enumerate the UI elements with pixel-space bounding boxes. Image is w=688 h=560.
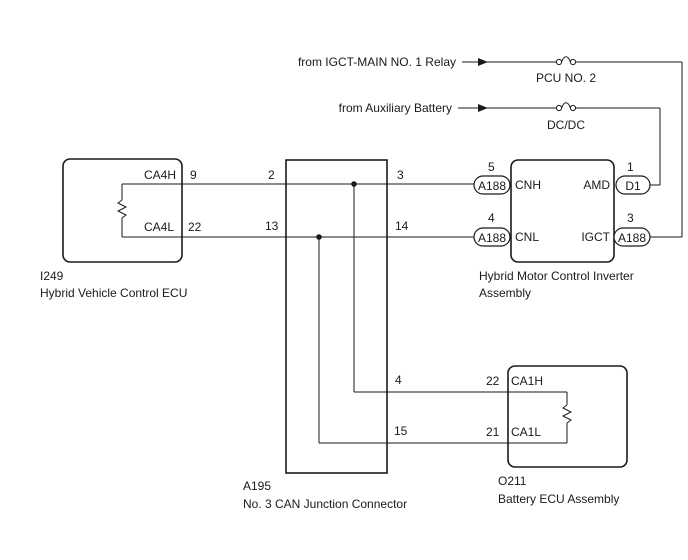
battery-ecu-code: O211 [498, 474, 527, 488]
inverter-pin-amd: 1 [627, 160, 634, 174]
junction-connector-box [285, 159, 388, 474]
battery-ecu-pin-ca1h: 22 [486, 374, 500, 388]
junction-pin-14: 14 [395, 219, 409, 233]
ecu-i249-code: I249 [40, 269, 64, 283]
ecu-i249-ca4l-label: CA4L [144, 220, 174, 234]
can-high-wire [182, 181, 508, 393]
junction-pin-3: 3 [397, 168, 404, 182]
battery-ecu-name: Battery ECU Assembly [498, 492, 619, 506]
inverter-conn-cnh-label: A188 [478, 179, 506, 193]
battery-ecu-ca1h-label: CA1H [511, 374, 543, 388]
fuse-pcu-label: PCU NO. 2 [536, 71, 596, 85]
battery-ecu-terminating-resistor-icon [508, 391, 573, 444]
hv-control-ecu-box [62, 158, 183, 263]
inverter-name-line2: Assembly [479, 286, 531, 300]
inverter-conn-igct-label: A188 [618, 231, 646, 245]
ecu-i249-name: Hybrid Vehicle Control ECU [40, 286, 187, 300]
junction-pin-13: 13 [265, 219, 279, 233]
source-igct-relay-label: from IGCT-MAIN NO. 1 Relay [298, 55, 456, 69]
igct-power-wire [462, 58, 683, 238]
ecu-i249-ca4h-label: CA4H [144, 168, 176, 182]
junction-pin-2: 2 [268, 168, 275, 182]
junction-a195-name: No. 3 CAN Junction Connector [243, 497, 407, 511]
fuse-pcu-icon [555, 56, 577, 66]
dcdc-power-wire [458, 104, 661, 186]
inverter-connector-cnl: A188 [473, 227, 511, 247]
inverter-igct-label: IGCT [581, 230, 610, 244]
junction-a195-code: A195 [243, 479, 271, 493]
inverter-connector-amd: D1 [615, 175, 651, 195]
source-aux-battery-label: from Auxiliary Battery [339, 101, 452, 115]
ecu-i249-pin-ca4l: 22 [188, 220, 202, 234]
inverter-box [510, 159, 615, 263]
battery-ecu-pin-ca1l: 21 [486, 425, 500, 439]
inverter-pin-cnh: 5 [488, 160, 495, 174]
inverter-conn-cnl-label: A188 [478, 231, 506, 245]
inverter-name-line1: Hybrid Motor Control Inverter [479, 269, 634, 283]
inverter-cnh-label: CNH [515, 178, 541, 192]
ecu-i249-pin-ca4h: 9 [190, 168, 197, 182]
inverter-connector-cnh: A188 [473, 175, 511, 195]
junction-pin-4: 4 [395, 373, 402, 387]
can-low-wire [182, 234, 508, 444]
fuse-dcdc-icon [555, 102, 577, 112]
battery-ecu-box [507, 365, 628, 468]
ecu-i249-terminating-resistor-icon [116, 183, 182, 238]
inverter-cnl-label: CNL [515, 230, 539, 244]
junction-pin-15: 15 [394, 424, 408, 438]
inverter-pin-igct: 3 [627, 211, 634, 225]
battery-ecu-ca1l-label: CA1L [511, 425, 541, 439]
inverter-pin-cnl: 4 [488, 211, 495, 225]
inverter-conn-amd-label: D1 [625, 179, 641, 193]
fuse-dcdc-label: DC/DC [547, 118, 585, 132]
inverter-amd-label: AMD [583, 178, 610, 192]
inverter-connector-igct: A188 [613, 227, 651, 247]
